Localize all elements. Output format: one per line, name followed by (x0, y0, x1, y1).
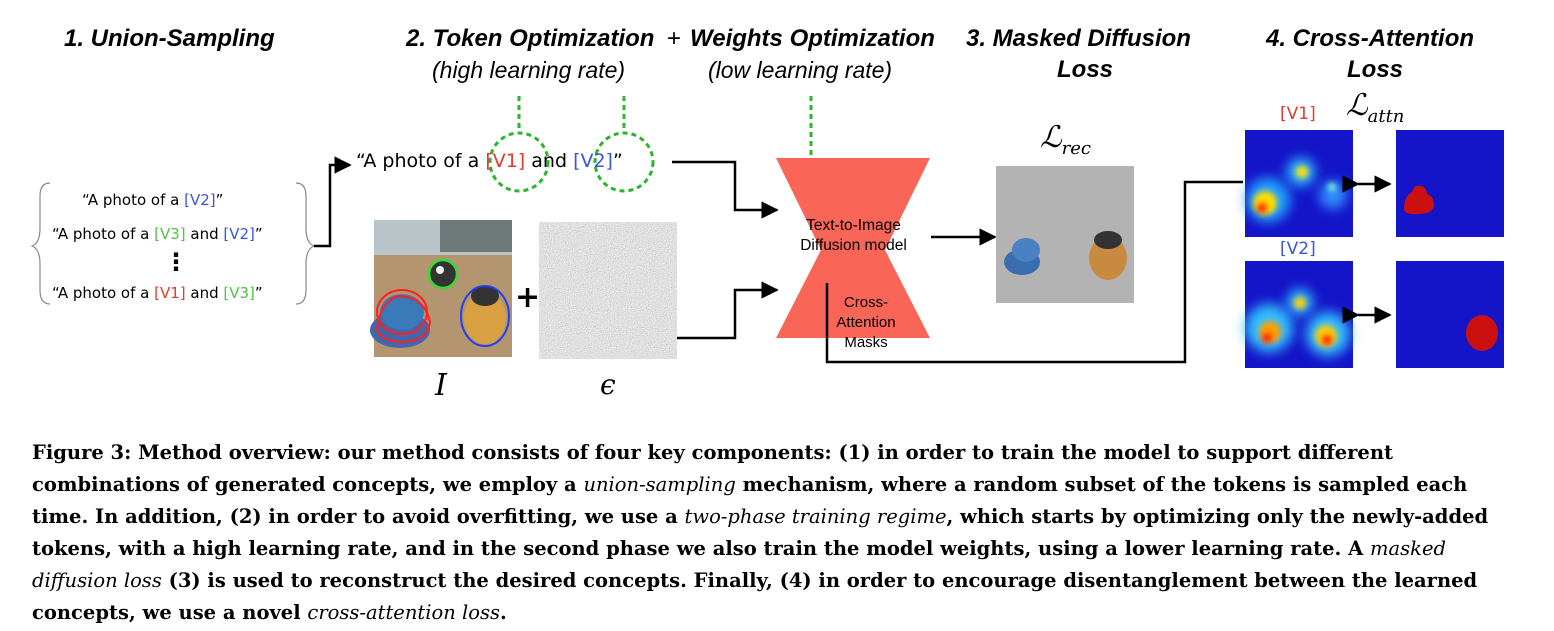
masked-output-image (996, 166, 1134, 303)
mask-v1 (1396, 130, 1504, 237)
method-diagram (30, 96, 1504, 368)
main-prompt: “A photo of a [V1] and [V2]” (356, 150, 623, 172)
noise-to-model-arrow (677, 281, 779, 340)
token-circle-v2 (593, 131, 655, 193)
header-masked-diffusion-loss: Loss (1057, 56, 1114, 83)
header-plus: + (667, 25, 682, 52)
header-token-optimization: 2. Token Optimization (406, 25, 655, 52)
header-token-sub: (high learning rate) (432, 57, 626, 83)
loss-rec-symbol: ℒrec (1040, 120, 1091, 159)
brace-to-prompt-arrow (314, 156, 352, 248)
attention-masks-line (825, 180, 1243, 364)
noise-symbol: ϵ (600, 368, 616, 401)
union-prompt-2: “A photo of a [V3] and [V2]” (52, 225, 263, 243)
heatmap-v1 (1245, 130, 1353, 237)
header-weights-optimization: Weights Optimization (690, 25, 935, 52)
header-cross-attention-loss: Loss (1347, 56, 1404, 83)
image-noise-plus: + (515, 280, 541, 315)
left-brace (30, 182, 51, 305)
attn-label-v2: [V2] (1280, 239, 1316, 259)
header-weights-sub: (low learning rate) (708, 57, 893, 83)
input-photo (370, 220, 512, 357)
right-brace (295, 182, 316, 305)
loss-attn-symbol: ℒattn (1346, 88, 1405, 127)
union-prompt-3: “A photo of a [V1] and [V3]” (52, 284, 263, 302)
header-masked-diffusion: 3. Masked Diffusion (966, 25, 1191, 52)
figure-caption: Figure 3: Method overview: our method co… (32, 441, 1489, 624)
noise-image (539, 222, 677, 359)
heatmap-v2 (1245, 261, 1353, 368)
union-prompt-1: “A photo of a [V2]” (82, 191, 224, 209)
mask-v2 (1396, 261, 1504, 368)
prompt-to-model-arrow (672, 160, 779, 219)
attn-label-v1: [V1] (1280, 104, 1316, 124)
token-circle-v1 (488, 131, 550, 193)
diffusion-model-label: Text-to-Image Diffusion model (800, 217, 907, 254)
union-ellipsis: ⋮ (164, 248, 188, 276)
diffusion-model-shape (776, 158, 930, 338)
image-symbol: I (435, 368, 447, 403)
cross-attention-masks-label: Cross- Attention Masks (836, 294, 896, 351)
header-cross-attention: 4. Cross-Attention (1266, 25, 1475, 52)
header-union-sampling: 1. Union-Sampling (64, 25, 275, 52)
